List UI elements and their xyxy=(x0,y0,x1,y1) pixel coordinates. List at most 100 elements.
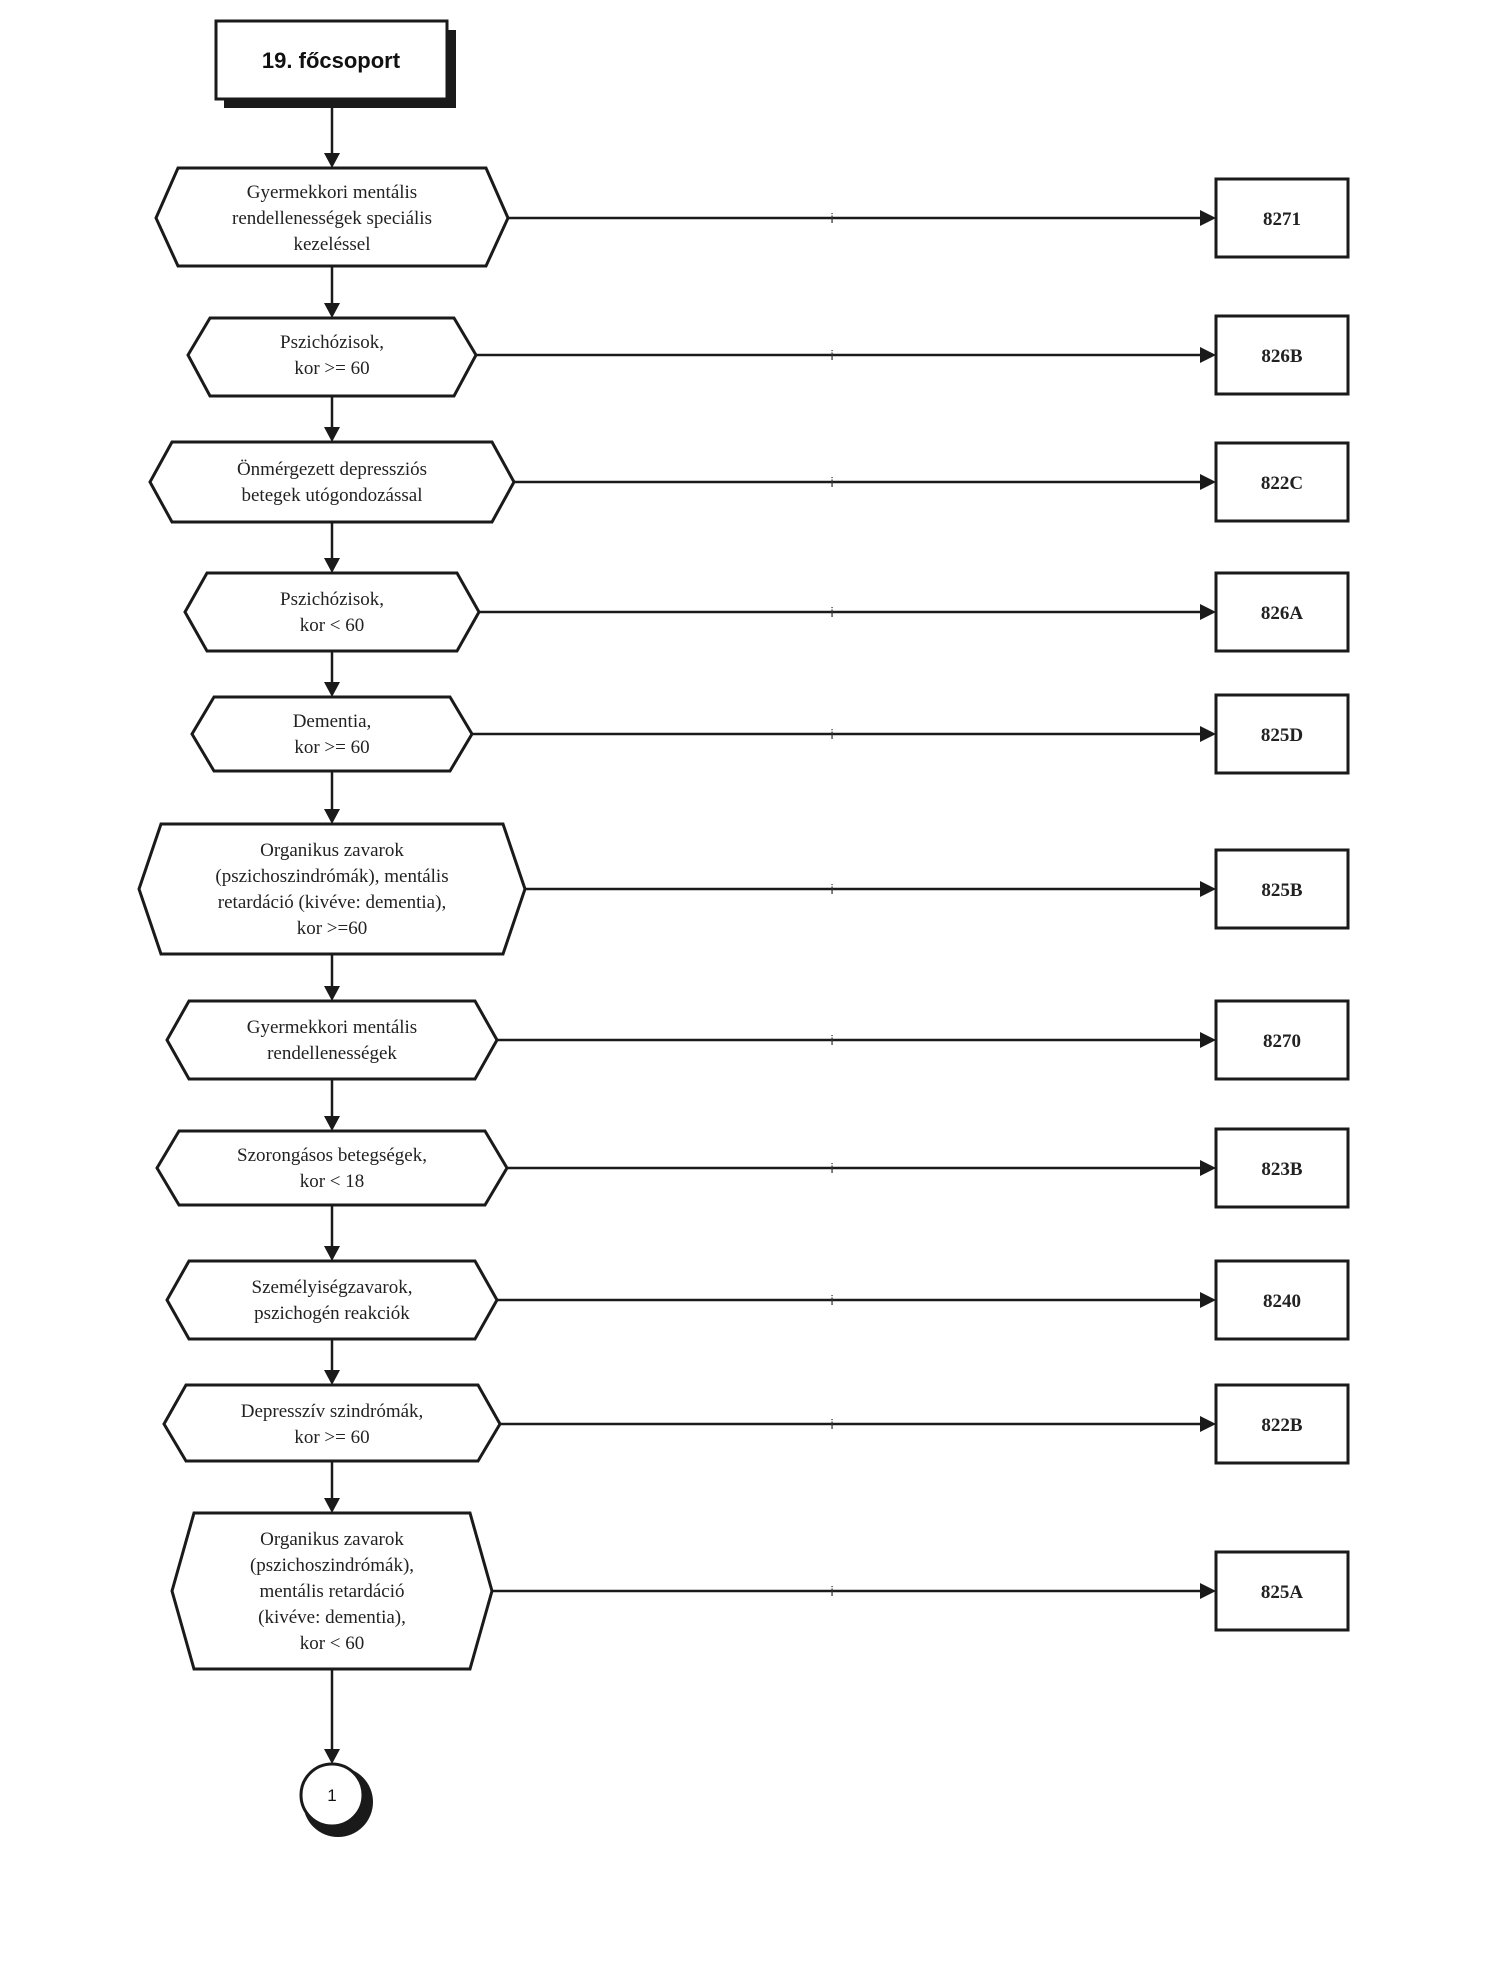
decision-text: Dementia, xyxy=(293,711,372,732)
branch-label: i xyxy=(830,1160,833,1176)
arrow-head xyxy=(324,303,340,318)
decision-hexagon xyxy=(154,166,510,268)
arrow-head xyxy=(324,682,340,697)
yes-branch-arrow: i xyxy=(472,726,1216,742)
branch-label: i xyxy=(830,1032,833,1048)
decision-hexagon xyxy=(183,571,481,653)
decision-text: (pszichoszindrómák), mentális xyxy=(215,866,448,887)
outcome-rect xyxy=(1214,441,1350,523)
branch-label: i xyxy=(830,474,833,490)
outcome-code: 8270 xyxy=(1263,1031,1301,1052)
branch-label: i xyxy=(830,604,833,620)
yes-branch-arrow: i xyxy=(514,474,1216,490)
yes-branch-arrow: i xyxy=(476,347,1216,363)
decision-node: Személyiségzavarok,pszichogén reakciók xyxy=(165,1259,499,1341)
outcome-rect xyxy=(1214,999,1350,1081)
outcome-code: 823B xyxy=(1261,1159,1303,1180)
decision-hexagon xyxy=(165,999,499,1081)
decision-hexagon xyxy=(137,822,527,956)
branch-arrow-head xyxy=(1200,1032,1216,1048)
decision-text: Organikus zavarok xyxy=(260,1529,404,1550)
branch-arrow-head xyxy=(1200,1583,1216,1599)
decision-hexagon xyxy=(155,1129,509,1207)
outcome-rect xyxy=(1214,1127,1350,1209)
start-box: 19. főcsoport xyxy=(214,19,456,108)
decision-hexagon xyxy=(190,695,474,773)
arrow-head xyxy=(324,1370,340,1385)
flow-arrow-down xyxy=(324,771,340,824)
outcome-rect xyxy=(1214,693,1350,775)
yes-branch-arrow: i xyxy=(508,210,1216,226)
yes-branch-arrow: i xyxy=(525,881,1216,897)
flow-arrow-down xyxy=(324,1205,340,1261)
decision-text: mentális retardáció xyxy=(259,1581,404,1602)
arrow-head xyxy=(324,1498,340,1513)
decision-text: Gyermekkori mentális xyxy=(247,182,417,203)
flow-arrow-down xyxy=(324,99,340,168)
decision-text: kor >=60 xyxy=(297,918,368,939)
decision-hexagon xyxy=(162,1383,502,1463)
outcome-box: 8240 xyxy=(1214,1259,1350,1341)
outcome-code: 822C xyxy=(1261,473,1303,494)
outcome-code: 825A xyxy=(1261,1582,1304,1603)
decision-text: (kivéve: dementia), xyxy=(258,1607,406,1628)
yes-branch-arrow: i xyxy=(479,604,1216,620)
decision-text: Önmérgezett depressziós xyxy=(237,459,427,480)
decision-node: Organikus zavarok (pszichoszindrómák), me… xyxy=(137,822,527,956)
outcome-code: 826B xyxy=(1261,346,1303,367)
flow-arrow-down xyxy=(324,1461,340,1513)
decision-text: Szorongásos betegségek, xyxy=(237,1145,427,1166)
decision-hexagon xyxy=(170,1511,494,1671)
outcome-box: 825B xyxy=(1214,848,1350,930)
yes-branch-arrow: i xyxy=(497,1292,1216,1308)
branch-arrow-head xyxy=(1200,726,1216,742)
decision-hexagon xyxy=(148,440,516,524)
flow-arrow-down xyxy=(324,522,340,573)
decision-node: Pszichózisok,kor >= 60 xyxy=(186,316,478,398)
decision-hexagon xyxy=(165,1259,499,1341)
arrow-head xyxy=(324,1246,340,1261)
arrow-head xyxy=(324,1749,340,1764)
arrow-head xyxy=(324,1116,340,1131)
outcome-rect xyxy=(1214,848,1350,930)
arrow-head xyxy=(324,153,340,168)
branch-arrow-head xyxy=(1200,347,1216,363)
decision-hexagon xyxy=(186,316,478,398)
branch-label: i xyxy=(830,347,833,363)
branch-label: i xyxy=(830,1292,833,1308)
flow-arrow-down xyxy=(324,1339,340,1385)
outcome-box: 825D xyxy=(1214,693,1350,775)
decision-text: kezeléssel xyxy=(293,234,370,255)
connector-label: 1 xyxy=(327,1786,336,1805)
branch-arrow-head xyxy=(1200,1292,1216,1308)
decision-text: retardáció (kivéve: dementia), xyxy=(218,892,446,913)
outcome-box: 825A xyxy=(1214,1550,1350,1632)
outcome-rect xyxy=(1214,1383,1350,1465)
decision-text: Pszichózisok, xyxy=(280,589,384,610)
flow-arrow-down xyxy=(324,266,340,318)
decision-text: (pszichoszindrómák), xyxy=(250,1555,414,1576)
decision-text: kor < 60 xyxy=(300,615,365,636)
outcome-code: 826A xyxy=(1261,603,1304,624)
decision-text: Organikus zavarok xyxy=(260,840,404,861)
decision-text: Pszichózisok, xyxy=(280,332,384,353)
decision-node: Pszichózisok, kor < 60 xyxy=(183,571,481,653)
arrow-head xyxy=(324,809,340,824)
yes-branch-arrow: i xyxy=(507,1160,1216,1176)
outcome-code: 8240 xyxy=(1263,1291,1301,1312)
decision-node: Depresszív szindrómák,kor >= 60 xyxy=(162,1383,502,1463)
flow-arrow-down xyxy=(324,396,340,442)
outcome-rect xyxy=(1214,1259,1350,1341)
branch-label: i xyxy=(830,726,833,742)
outcome-box: 8270 xyxy=(1214,999,1350,1081)
flow-arrow-down xyxy=(324,954,340,1001)
branch-label: i xyxy=(830,1416,833,1432)
outcome-code: 825B xyxy=(1261,880,1303,901)
decision-text: rendellenességek xyxy=(267,1043,397,1064)
decision-node: Szorongásos betegségek,kor < 18 xyxy=(155,1129,509,1207)
arrow-head xyxy=(324,558,340,573)
outcome-box: 822C xyxy=(1214,441,1350,523)
